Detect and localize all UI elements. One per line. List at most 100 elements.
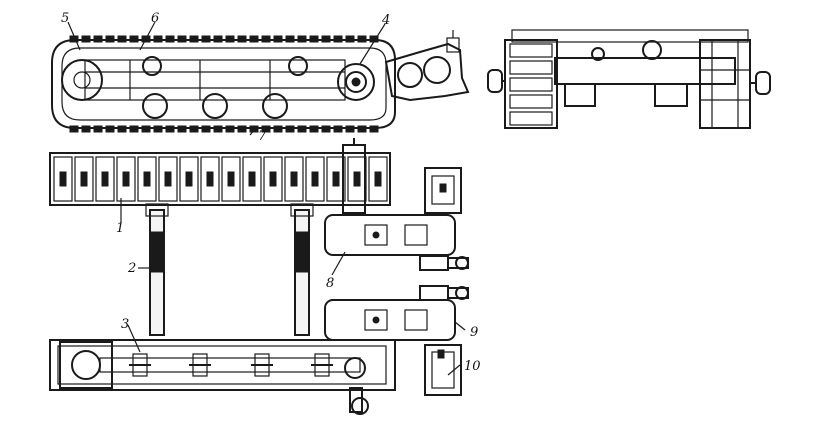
plan-view [49,138,469,415]
track-tooth [177,125,187,133]
lower-track-components [129,353,333,377]
track-link [179,156,199,202]
front-track-link [509,111,553,126]
track-tooth [69,125,79,133]
track-tooth [153,125,163,133]
track-tooth [237,35,247,43]
track-tooth [357,125,367,133]
track-tooth [213,35,223,43]
track-tooth [177,35,187,43]
track-link [305,156,325,202]
track-link-slot [353,171,361,187]
track-tooth [249,35,259,43]
track-link [53,156,73,202]
track-tooth [93,125,103,133]
track-link [158,156,178,202]
track-link-slot [374,171,382,187]
track-tooth [333,125,343,133]
label-5: 5 [61,11,69,26]
track-tooth [153,35,163,43]
track-tooth [225,125,235,133]
track-link-slot [332,171,340,187]
track-tooth [81,35,91,43]
track-tooth [309,125,319,133]
track-tooth [261,35,271,43]
track-tooth [201,125,211,133]
track-tooth [117,35,127,43]
track-link [95,156,115,202]
track-tooth [81,125,91,133]
track-tooth [165,35,175,43]
track-tooth [309,35,319,43]
track-link-slot [164,171,172,187]
track-link [242,156,262,202]
track-tooth [249,125,259,133]
label-6: 6 [151,11,159,26]
track-tooth [129,35,139,43]
side-view [51,30,470,133]
track-links [69,35,379,133]
track-tooth [129,125,139,133]
track-link [74,156,94,202]
track-link-slot [227,171,235,187]
track-link-slot [101,171,109,187]
label-9: 9 [470,325,478,340]
track-link-slot [59,171,67,187]
label-4: 4 [381,13,390,28]
label-7: 7 [258,129,267,144]
track-link [221,156,241,202]
track-tooth [297,125,307,133]
track-tooth [213,125,223,133]
track-tooth [189,35,199,43]
track-tooth [201,35,211,43]
track-tooth [189,125,199,133]
track-tooth [285,35,295,43]
track-tooth [141,125,151,133]
track-tooth [345,35,355,43]
upper-track-links [53,156,388,202]
track-tooth [321,35,331,43]
track-link-slot [269,171,277,187]
track-link-slot [122,171,130,187]
track-link [263,156,283,202]
track-tooth [297,35,307,43]
label-8: 8 [326,276,334,291]
track-tooth [273,35,283,43]
track-link [326,156,346,202]
track-link-slot [248,171,256,187]
track-tooth [165,125,175,133]
label-2: 2 [127,261,136,276]
track-link [200,156,220,202]
track-link [284,156,304,202]
track-link [137,156,157,202]
front-track-link [509,94,553,109]
track-tooth [357,35,367,43]
track-link-slot [311,171,319,187]
track-tooth [105,125,115,133]
track-link-slot [80,171,88,187]
track-tooth [105,35,115,43]
track-tooth [261,125,271,133]
track-link-slot [185,171,193,187]
track-tooth [321,125,331,133]
track-link [116,156,136,202]
label-3: 3 [121,317,129,332]
front-track-links [509,43,553,126]
front-track-link [509,77,553,92]
track-link-slot [290,171,298,187]
track-tooth [345,125,355,133]
track-tooth [369,125,379,133]
label-1: 1 [116,221,124,236]
track-tooth [285,125,295,133]
label-10: 10 [464,359,481,374]
front-view [487,29,771,129]
track-link [368,156,388,202]
track-tooth [237,125,247,133]
track-tooth [333,35,343,43]
track-tooth [93,35,103,43]
front-track-link [509,60,553,75]
track-link-slot [143,171,151,187]
track-link-slot [206,171,214,187]
track-tooth [225,35,235,43]
